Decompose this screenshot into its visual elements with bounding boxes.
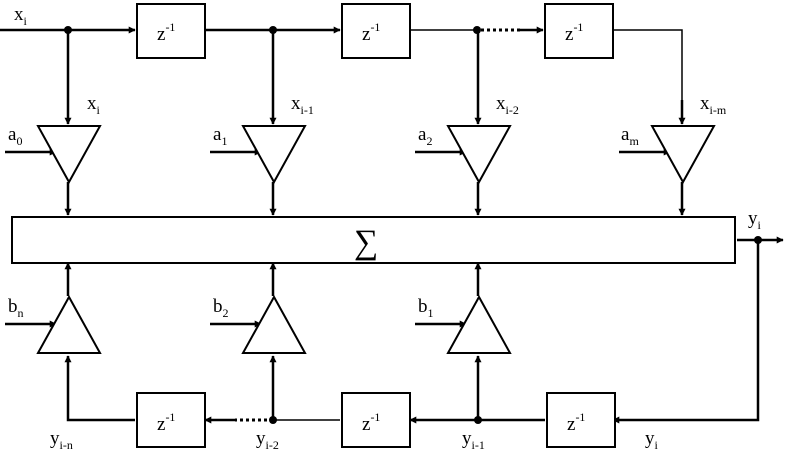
output-label: yi — [748, 208, 762, 232]
coeff-a-label: a1 — [213, 124, 227, 148]
delay-box-bot-3 — [546, 392, 616, 448]
coeff-b-label: bn — [8, 296, 24, 320]
delay-label: z-1 — [157, 20, 175, 45]
mult-a2 — [446, 125, 512, 185]
coeff-a-label: am — [621, 124, 639, 148]
junction-dot — [269, 26, 277, 34]
tap-x-label: xi-2 — [496, 93, 519, 117]
wire-bot-last — [64, 355, 135, 422]
input-label: xi — [14, 4, 28, 28]
delay-box-top-3 — [544, 3, 614, 59]
delay-box-top-1 — [136, 3, 206, 59]
sum-symbol: ∑ — [354, 224, 378, 261]
mult-a0 — [36, 125, 102, 185]
tap-y-label: yi-2 — [256, 428, 279, 452]
junction-dot — [754, 236, 762, 244]
delay-label: z-1 — [565, 20, 583, 45]
delay-label: z-1 — [362, 410, 380, 435]
delay-box-top-2 — [341, 3, 411, 59]
mult-b1 — [446, 294, 512, 354]
delay-box-bot-2 — [341, 392, 411, 448]
coeff-a-label: a0 — [8, 124, 22, 148]
tap-y-label: yi-n — [50, 428, 73, 452]
junction-dot — [474, 416, 482, 424]
wire-top-last — [613, 29, 683, 124]
junction-dot — [473, 26, 481, 34]
tap-y-label: yi — [645, 428, 659, 452]
mult-bn — [36, 294, 102, 354]
delay-label: z-1 — [157, 410, 175, 435]
mult-b2 — [241, 294, 307, 354]
delay-label: z-1 — [567, 410, 585, 435]
tap-x-label: xi-m — [700, 93, 727, 117]
coeff-b-label: b1 — [418, 296, 434, 320]
tap-x-label: xi-1 — [291, 93, 314, 117]
summation-block — [11, 216, 736, 264]
coeff-b-label: b2 — [213, 296, 229, 320]
junction-dot — [64, 26, 72, 34]
tap-x-label: xi — [87, 93, 101, 117]
junction-dot — [269, 416, 277, 424]
delay-label: z-1 — [362, 20, 380, 45]
mult-am — [650, 125, 716, 185]
delay-box-bot-1 — [136, 392, 206, 448]
feedback-riser — [612, 240, 760, 424]
mult-a1 — [241, 125, 307, 185]
tap-y-label: yi-1 — [462, 428, 485, 452]
coeff-a-label: a2 — [418, 124, 432, 148]
